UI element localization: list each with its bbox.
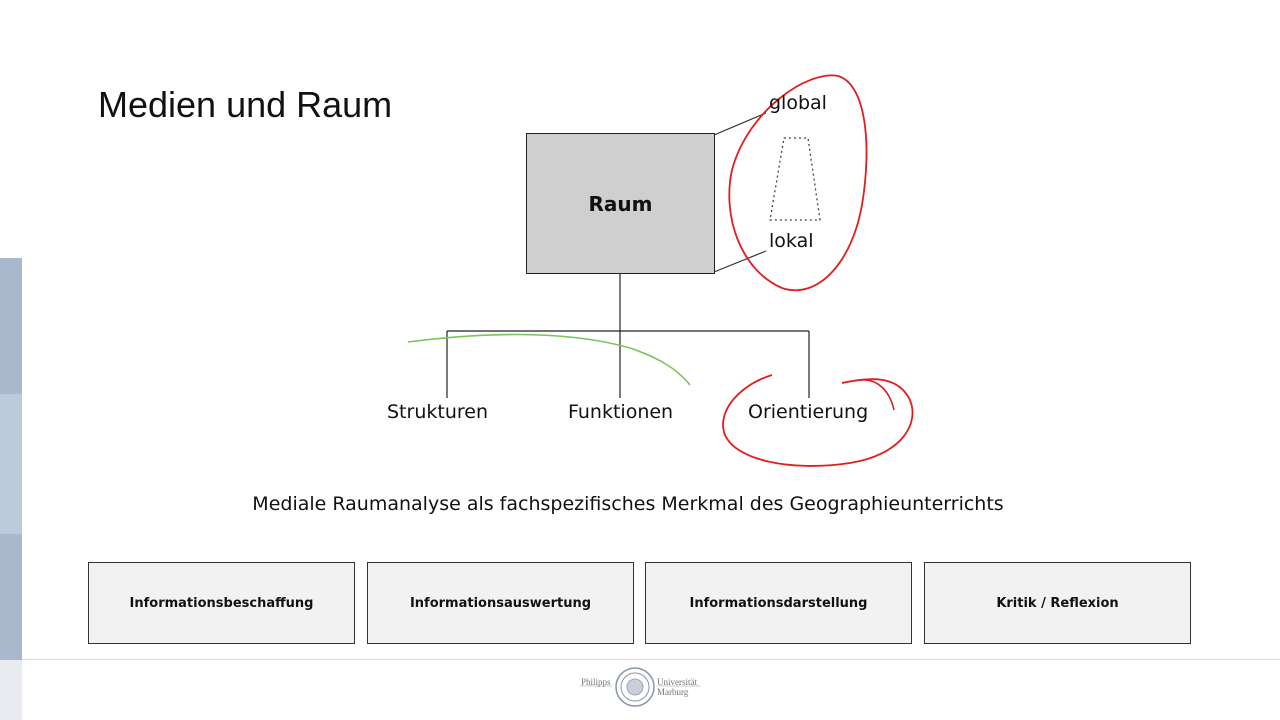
dotted-trapezoid: [769, 137, 821, 221]
logo-text-marburg: Marburg: [657, 687, 689, 697]
logo-text-left: Philipps: [581, 677, 611, 687]
label-orientierung: Orientierung: [748, 401, 869, 423]
footer-divider: [22, 659, 1280, 660]
subtitle: Mediale Raumanalyse als fachspezifisches…: [252, 493, 1004, 515]
red-loop-orientierung: [722, 374, 914, 467]
logo-text-right: Universität Marburg: [657, 677, 697, 697]
red-tick-orientierung: [859, 379, 895, 411]
green-annotation-arc: [407, 333, 691, 386]
card-informationsdarstellung: Informationsdarstellung: [645, 562, 912, 644]
side-strip-4: [0, 660, 22, 720]
raum-box: Raum: [526, 133, 715, 274]
side-strip-3: [0, 534, 22, 660]
red-loop-scale: [728, 74, 868, 292]
connector-global: [713, 112, 767, 136]
label-lokal: lokal: [769, 230, 814, 252]
side-strip-1: [0, 258, 22, 394]
card-kritik-reflexion: Kritik / Reflexion: [924, 562, 1191, 644]
slide-title: Medien und Raum: [98, 84, 393, 125]
side-strip-2: [0, 394, 22, 534]
connector-lokal: [713, 250, 767, 273]
label-global: global: [769, 92, 827, 114]
label-funktionen: Funktionen: [568, 401, 674, 423]
logo-text-universitaet: Universität: [657, 677, 697, 687]
label-strukturen: Strukturen: [387, 401, 488, 423]
card-informationsauswertung: Informationsauswertung: [367, 562, 634, 644]
card-informationsbeschaffung: Informationsbeschaffung: [88, 562, 355, 644]
